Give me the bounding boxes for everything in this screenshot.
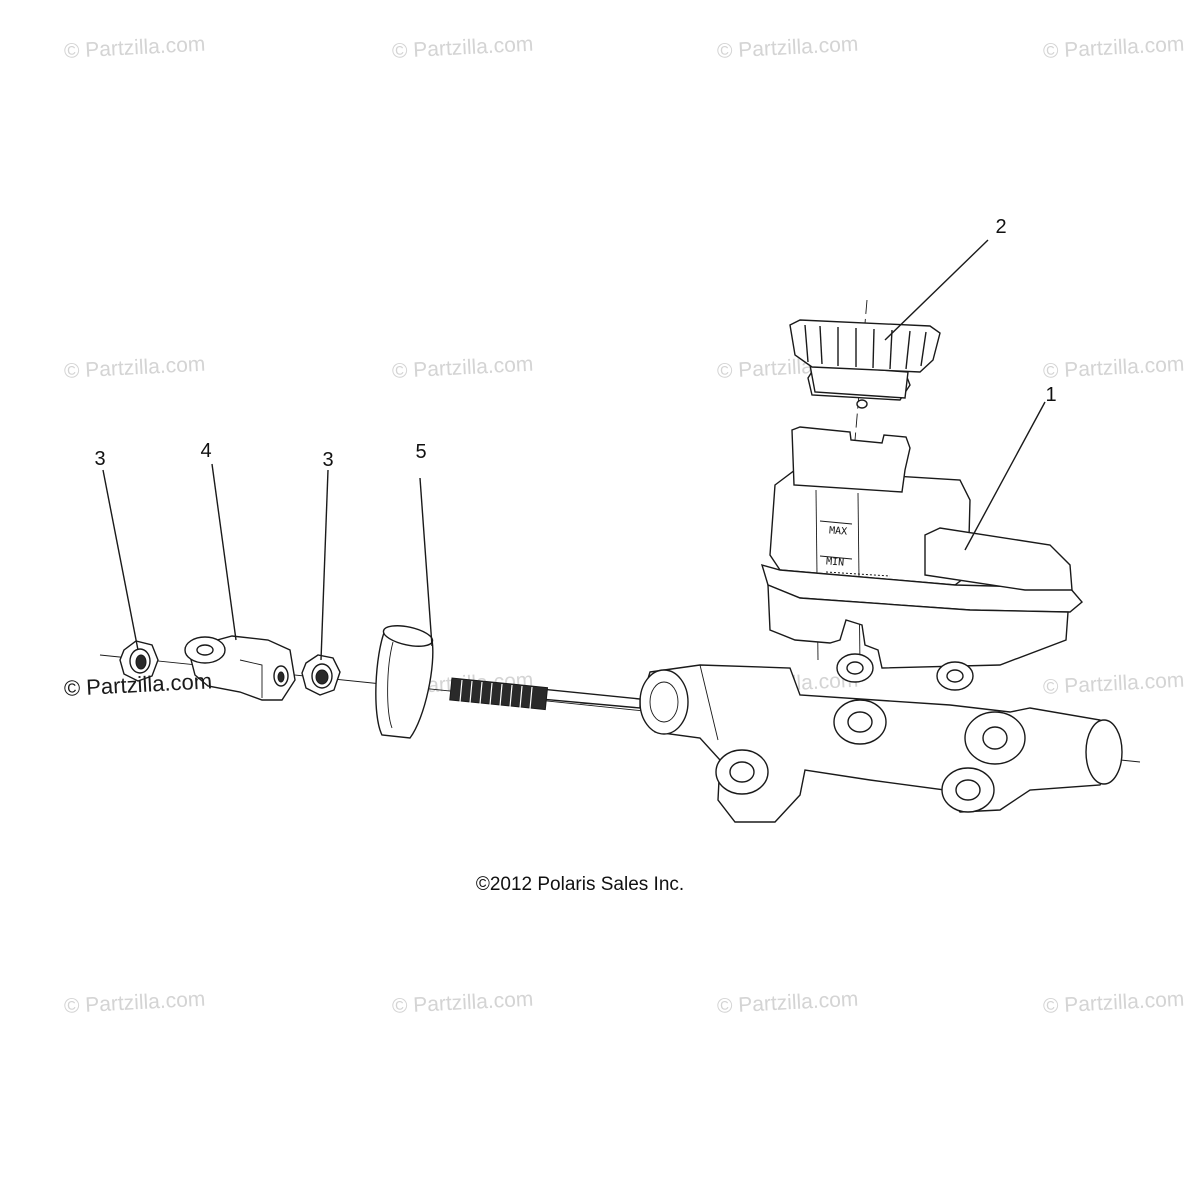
boot-ring: [375, 625, 434, 739]
hex-nut-right: [301, 654, 341, 696]
leader-line-5: [419, 477, 433, 647]
callout-5: 5: [415, 441, 427, 463]
hex-nut-left: [119, 640, 159, 682]
reservoir-max-mark: MAX: [828, 525, 848, 538]
callout-3-right: 3: [322, 449, 334, 471]
callout-1: 1: [1045, 384, 1057, 406]
leader-line-1: [964, 401, 1046, 551]
callout-3-left: 3: [94, 448, 106, 470]
callout-4: 4: [200, 440, 212, 462]
reservoir-cap: [789, 319, 941, 409]
push-rod: [449, 677, 641, 711]
master-cylinder: [639, 426, 1123, 823]
leader-line-2: [884, 239, 989, 341]
leader-line-3-left: [102, 469, 139, 651]
copyright-notice: ©2012 Polaris Sales Inc.: [475, 874, 685, 895]
reservoir-min-mark: MIN: [825, 556, 845, 569]
callout-2: 2: [995, 216, 1007, 238]
leader-line-3-right: [320, 469, 329, 661]
leader-line-4: [211, 463, 237, 641]
clevis: [184, 635, 296, 701]
